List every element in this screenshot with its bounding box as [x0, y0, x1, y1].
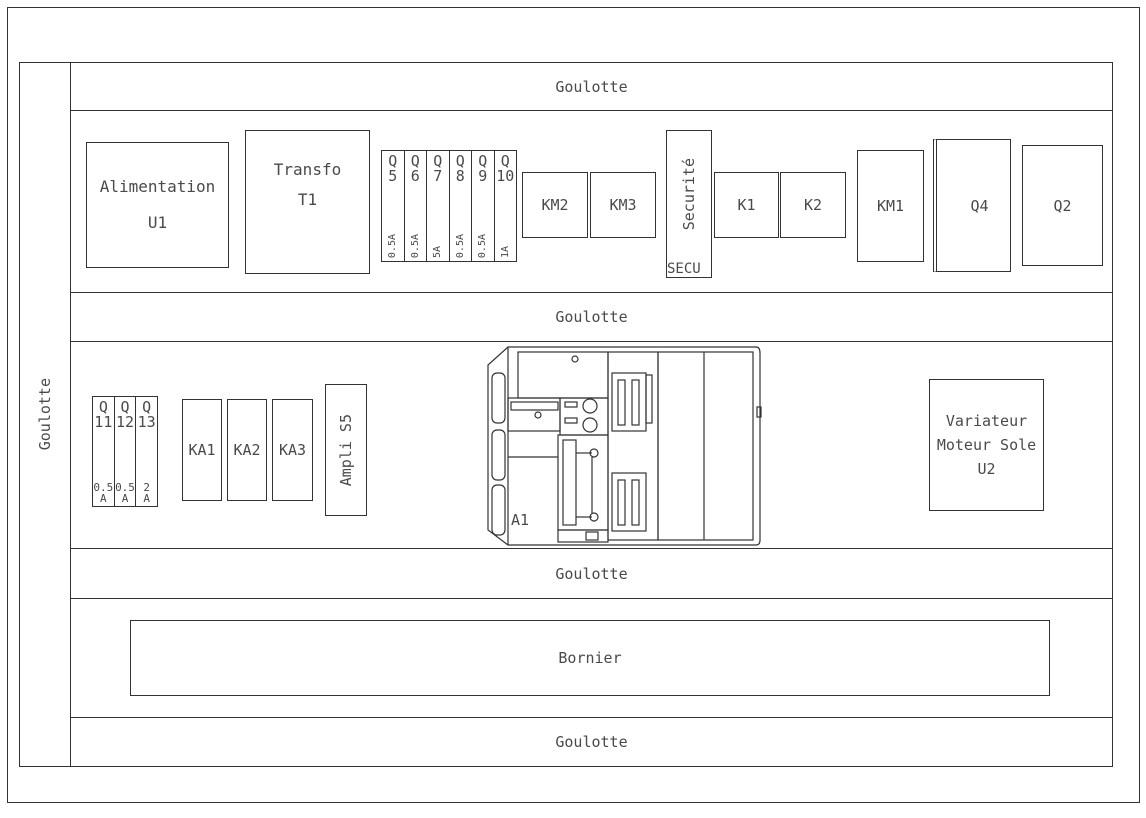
fuse-number: 11 — [94, 413, 113, 431]
fuse-q: Q — [410, 152, 420, 170]
relay-k2: K2 — [780, 172, 846, 238]
goulotte-middle-label: Goulotte — [555, 308, 628, 326]
fuse-rating-value: 0.5 — [115, 481, 135, 494]
fuse-number: 7 — [433, 167, 443, 185]
fuse-q: Q — [500, 152, 510, 170]
fuse-rating: 0.5A — [409, 233, 421, 258]
relay-k1: K1 — [714, 172, 779, 238]
relay-ka1: KA1 — [182, 399, 222, 501]
k2-label: K2 — [803, 196, 823, 214]
fuse-q: Q — [120, 398, 130, 416]
relay-ka3: KA3 — [272, 399, 313, 501]
fuse-q: Q — [142, 398, 152, 416]
fuse-rating-value: 2 — [143, 481, 150, 494]
fuse-q: Q — [433, 152, 443, 170]
plc-a1-label: A1 — [511, 511, 530, 529]
goulotte-bottom-label: Goulotte — [555, 733, 628, 751]
fuse-rating-unit: A — [143, 492, 150, 505]
plc-a1: A1 — [478, 345, 762, 548]
plc-a1-drawing — [487, 346, 762, 546]
securite-module: Securité SECU — [666, 130, 712, 278]
variateur-u2: Variateur Moteur Sole U2 — [929, 379, 1044, 511]
fuse-rating-value: 0.5 — [93, 481, 114, 494]
moteur-sole-label: Moteur Sole — [936, 436, 1037, 454]
goulotte-bottom: Goulotte — [70, 717, 1113, 767]
fuse-rating: 5A — [432, 245, 444, 258]
variateur-id: U2 — [977, 460, 996, 478]
goulotte-left: Goulotte — [19, 62, 71, 767]
goulotte-middle: Goulotte — [70, 292, 1113, 342]
alimentation-u1: Alimentation U1 — [86, 142, 229, 268]
goulotte-lower: Goulotte — [70, 548, 1113, 599]
fuse-number: 12 — [115, 413, 135, 431]
fuse-number: 6 — [410, 167, 420, 185]
km1-label: KM1 — [876, 197, 905, 215]
fuse-rating: 1A — [499, 245, 511, 258]
goulotte-top: Goulotte — [70, 62, 1113, 111]
fuse-number: 9 — [478, 167, 488, 185]
securite-label: Securité — [680, 157, 698, 231]
fuse-rating: 0.5A — [477, 233, 489, 258]
bornier: Bornier — [130, 620, 1050, 696]
fuse-rating-unit: A — [121, 492, 129, 505]
ampli-s5: Ampli S5 — [325, 384, 367, 516]
breaker-q4: Q4 — [933, 139, 1011, 272]
fuse-number: 13 — [137, 413, 156, 431]
alimentation-id: U1 — [147, 213, 168, 232]
variateur-label: Variateur — [945, 412, 1028, 430]
ampli-label: Ampli S5 — [337, 413, 355, 487]
fuse-number: 10 — [496, 167, 515, 185]
transfo-id: T1 — [297, 190, 318, 209]
breaker-q2: Q2 — [1022, 145, 1103, 266]
ka2-label: KA2 — [233, 441, 261, 459]
contactor-km2: KM2 — [522, 172, 588, 238]
fuse-rating-unit: A — [100, 492, 107, 505]
bornier-label: Bornier — [558, 649, 622, 667]
ka3-label: KA3 — [278, 441, 307, 459]
fuse-rating: 0.5A — [387, 233, 399, 258]
transfo-t1: Transfo T1 — [245, 130, 370, 274]
k1-label: K1 — [737, 196, 756, 214]
goulotte-top-label: Goulotte — [555, 77, 628, 96]
transfo-label: Transfo — [273, 160, 342, 179]
fuse-q: Q — [478, 152, 488, 170]
alimentation-label: Alimentation — [99, 177, 216, 196]
fuse-number: 8 — [455, 167, 465, 185]
fuse-rating: 0.5A — [454, 233, 466, 258]
secu-tag: SECU — [667, 261, 701, 277]
ka1-label: KA1 — [188, 441, 216, 459]
km2-label: KM2 — [541, 196, 569, 214]
outer-frame — [7, 7, 1140, 803]
fuse-number: 5 — [388, 167, 398, 185]
contactor-km1: KM1 — [857, 150, 924, 262]
q4-label: Q4 — [970, 196, 989, 215]
fuse-q: Q — [98, 398, 108, 416]
contactor-km3: KM3 — [590, 172, 656, 238]
fuse-q: Q — [388, 152, 398, 170]
goulotte-lower-label: Goulotte — [555, 564, 628, 583]
km3-label: KM3 — [609, 196, 637, 214]
goulotte-left-label: Goulotte — [36, 378, 54, 451]
fuse-q: Q — [455, 152, 465, 170]
q2-label: Q2 — [1053, 196, 1072, 215]
relay-ka2: KA2 — [227, 399, 267, 501]
